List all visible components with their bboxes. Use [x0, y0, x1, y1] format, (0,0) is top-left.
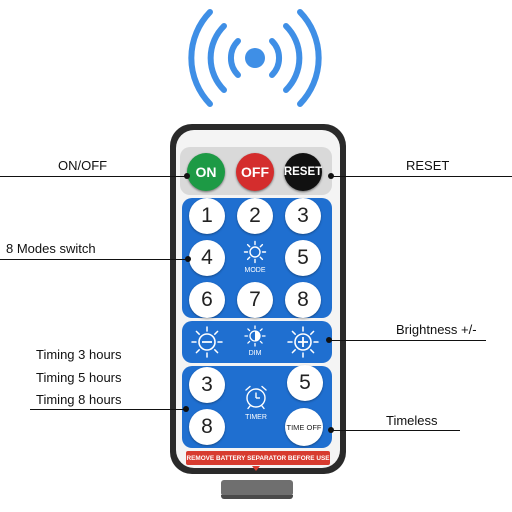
mode-3-button[interactable]: 3 — [285, 198, 321, 234]
timer-label: TIMER — [245, 414, 267, 421]
sun-plus-icon[interactable] — [286, 325, 320, 359]
leader-line-on-off — [0, 176, 186, 177]
mode-2-button[interactable]: 2 — [237, 198, 273, 234]
dim-label: DIM — [248, 350, 262, 357]
mode-1-button[interactable]: 1 — [189, 198, 225, 234]
reset-button[interactable]: RESET — [284, 153, 322, 191]
callout-timeless: Timeless — [386, 413, 438, 428]
off-button[interactable]: OFF — [236, 153, 274, 191]
leader-dot-timeless — [328, 427, 334, 433]
mode-8-button[interactable]: 8 — [285, 282, 321, 318]
timer-3-button[interactable]: 3 — [189, 367, 225, 403]
leader-line-modes — [0, 259, 188, 260]
sun-icon — [243, 240, 267, 264]
callout-timing-3: Timing 3 hours — [36, 347, 122, 362]
timer-8-button[interactable]: 8 — [189, 409, 225, 445]
alarm-clock-icon — [245, 385, 267, 410]
callout-on-off: ON/OFF — [58, 158, 108, 173]
leader-dot-reset — [328, 173, 334, 179]
mode-label: MODE — [244, 267, 266, 274]
leader-dot-modes — [185, 256, 191, 262]
leader-dot-timing — [183, 406, 189, 412]
mode-5-button[interactable]: 5 — [285, 240, 321, 276]
down-arrow-icon — [252, 466, 260, 471]
leader-line-timing — [30, 409, 186, 410]
sun-half-icon — [244, 325, 266, 347]
wireless-signal-icon — [188, 9, 322, 107]
mode-6-button[interactable]: 6 — [189, 282, 225, 318]
sun-minus-icon[interactable] — [190, 325, 224, 359]
battery-pull-tab[interactable] — [221, 480, 293, 499]
leader-line-brightness — [328, 340, 486, 341]
timer-5-button[interactable]: 5 — [287, 365, 323, 401]
mode-7-button[interactable]: 7 — [237, 282, 273, 318]
leader-dot-brightness — [326, 337, 332, 343]
leader-line-timeless — [330, 430, 460, 431]
mode-4-button[interactable]: 4 — [189, 240, 225, 276]
time-off-button[interactable]: TIME OFF — [285, 408, 323, 446]
callout-modes-switch: 8 Modes switch — [6, 241, 96, 256]
battery-separator-strip: REMOVE BATTERY SEPARATOR BEFORE USE — [186, 451, 330, 465]
callout-reset: RESET — [406, 158, 450, 173]
callout-brightness: Brightness +/- — [396, 322, 477, 337]
leader-dot-on-off — [184, 173, 190, 179]
on-button[interactable]: ON — [187, 153, 225, 191]
leader-line-reset — [330, 176, 512, 177]
callout-timing-5: Timing 5 hours — [36, 370, 122, 385]
callout-timing-8: Timing 8 hours — [36, 392, 122, 407]
